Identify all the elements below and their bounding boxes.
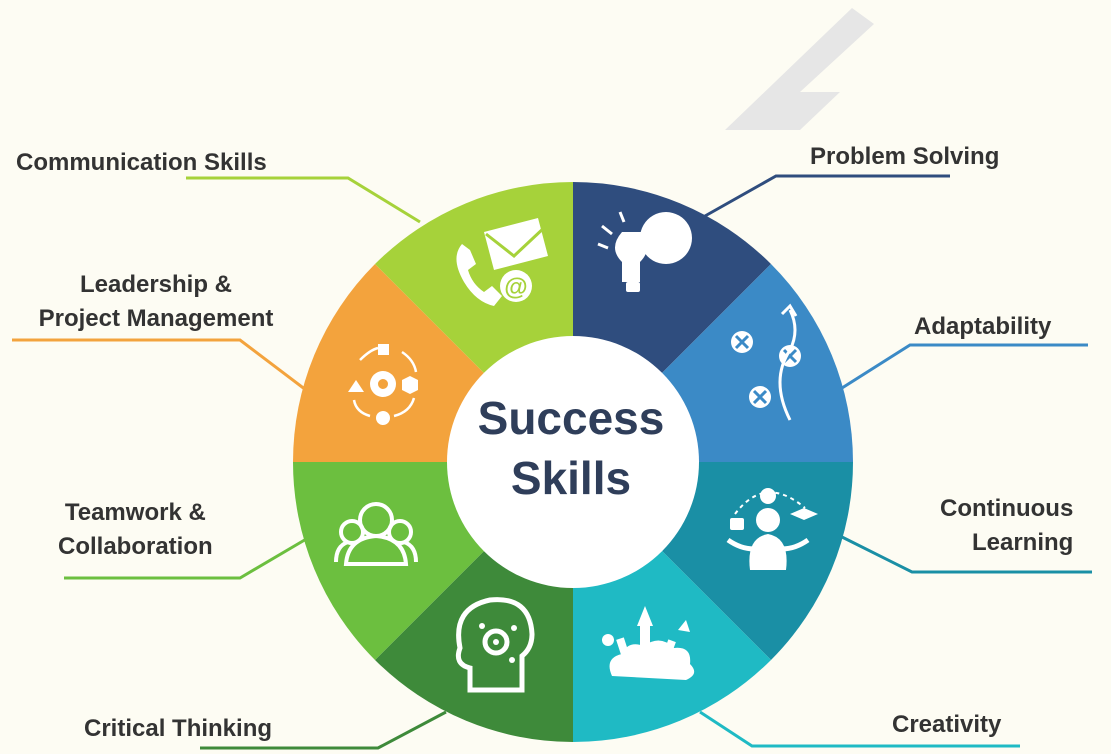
strategy-path-icon bbox=[731, 303, 801, 421]
label-adaptability: Adaptability bbox=[914, 313, 1052, 340]
connector-leadership-project-management bbox=[12, 338, 307, 392]
label-continuous-learning: Continuous Learning bbox=[940, 495, 1074, 556]
center-title-line-2: Skills bbox=[510, 452, 632, 504]
connector-creativity bbox=[699, 710, 1020, 748]
connector-adaptability bbox=[841, 343, 1088, 390]
team-icon bbox=[334, 502, 418, 566]
learner-icon bbox=[726, 488, 818, 570]
connector-problem-solving bbox=[704, 174, 950, 218]
label-teamwork-collaboration: Teamwork & Collaboration bbox=[58, 499, 213, 560]
workflow-gear-icon bbox=[348, 344, 418, 425]
phone-mail-icon: @ bbox=[456, 218, 548, 306]
label-leadership-project-management: Leadership & Project Management bbox=[38, 271, 274, 332]
connector-continuous-learning bbox=[841, 535, 1092, 574]
connector-teamwork-collaboration bbox=[64, 536, 309, 580]
label-creativity: Creativity bbox=[892, 711, 1002, 738]
decorative-shape bbox=[725, 8, 874, 130]
label-communication-skills: Communication Skills bbox=[16, 149, 267, 176]
lightbulb-puzzle-icon bbox=[597, 211, 692, 292]
label-problem-solving: Problem Solving bbox=[810, 143, 1000, 170]
center-title-line-1: Success bbox=[477, 392, 665, 444]
label-critical-thinking: Critical Thinking bbox=[84, 715, 273, 742]
head-gear-icon bbox=[455, 597, 535, 693]
art-tools-icon bbox=[602, 606, 695, 680]
connector-communication-skills bbox=[186, 176, 421, 224]
connector-critical-thinking bbox=[200, 710, 447, 750]
center-circle bbox=[447, 336, 699, 588]
svg-text:@: @ bbox=[504, 274, 527, 301]
center-title: Success Skills bbox=[441, 388, 701, 508]
